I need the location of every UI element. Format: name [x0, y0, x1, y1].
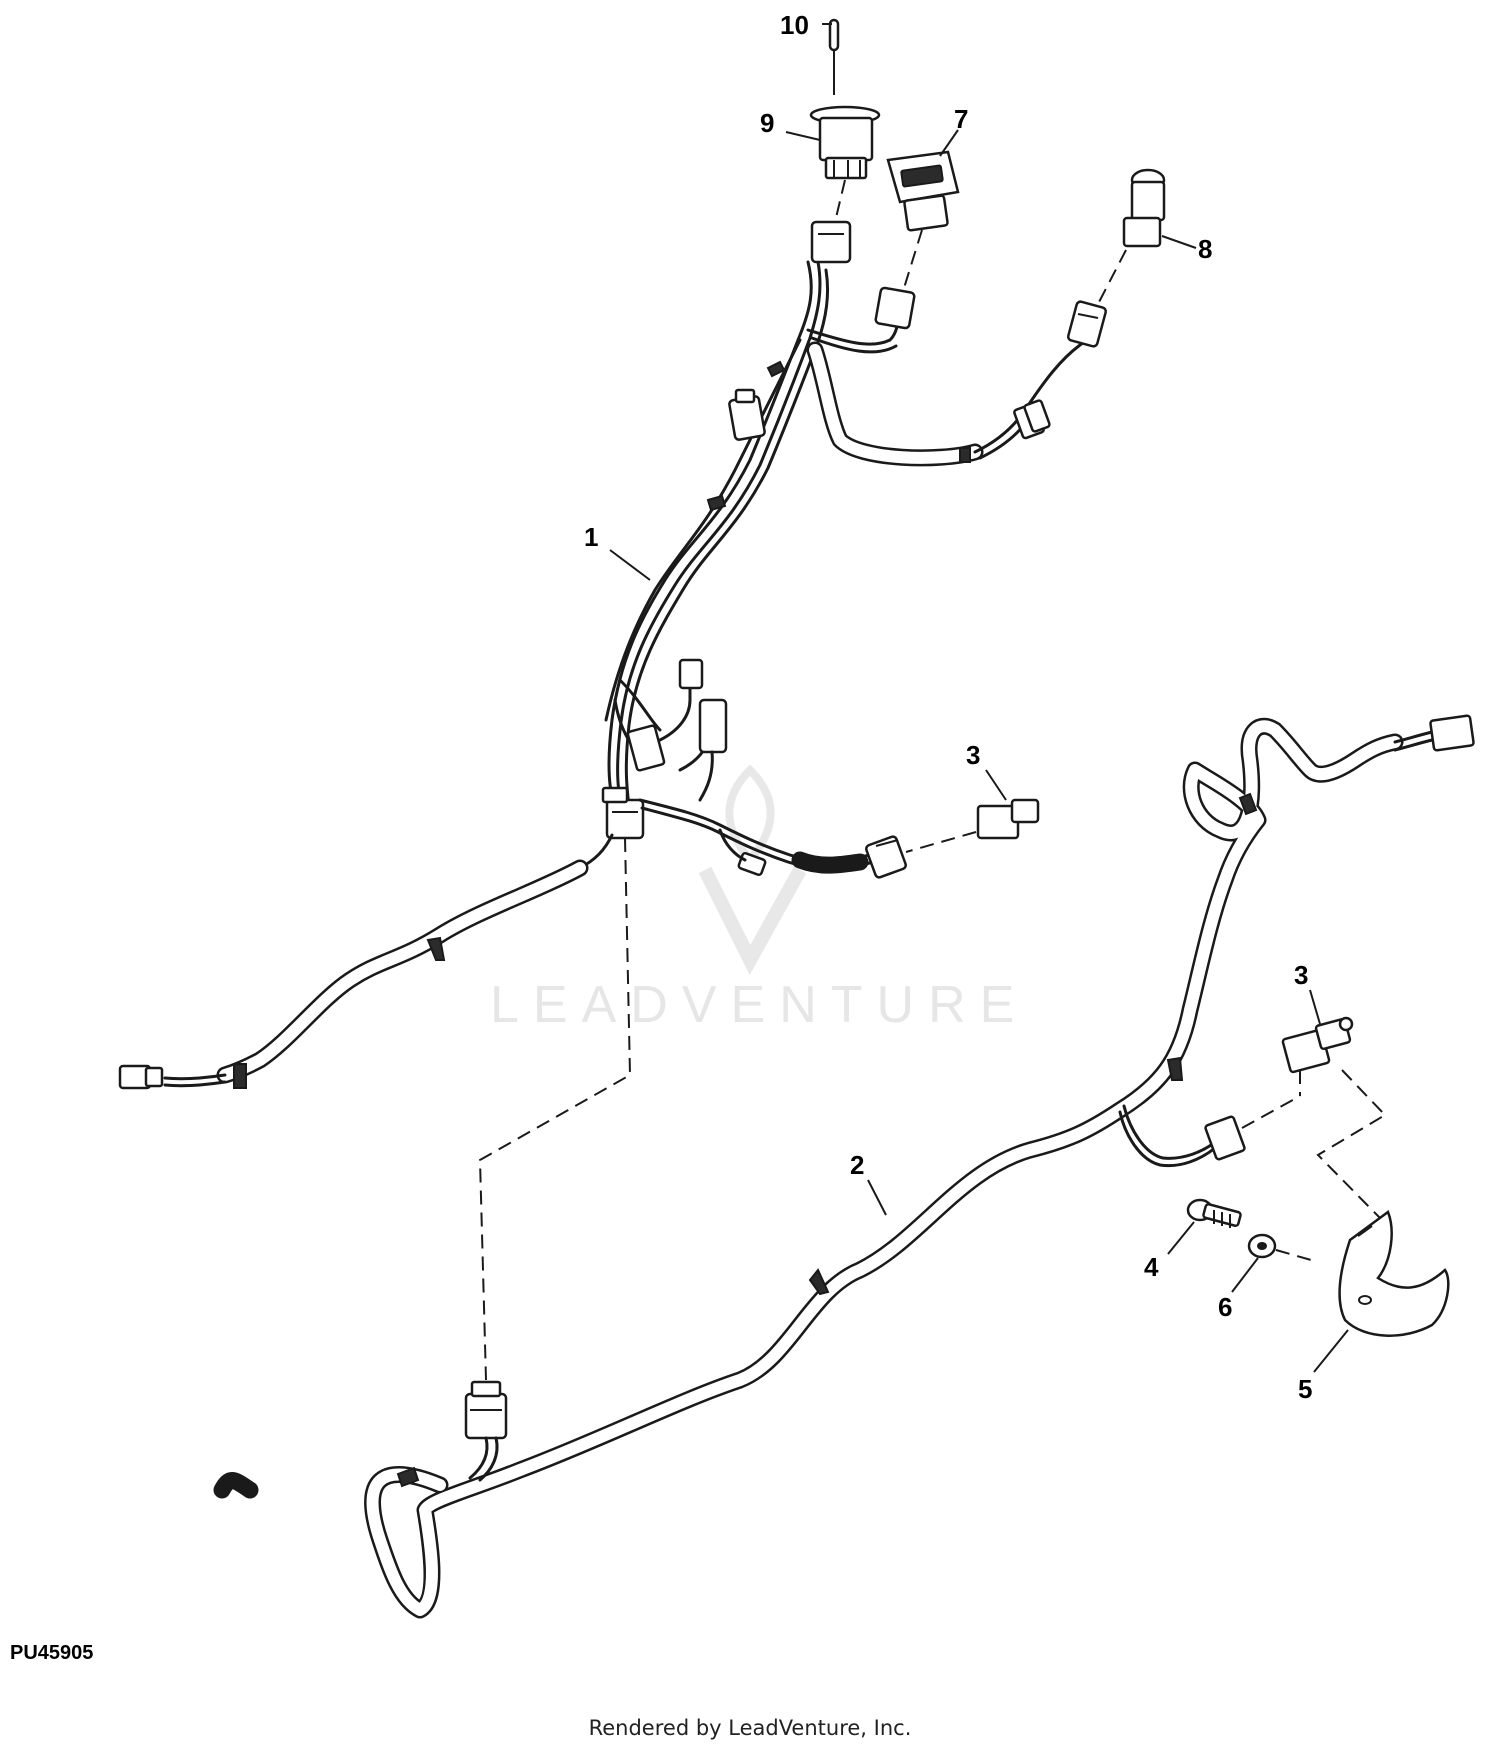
- part-3-sensor-lower: [1281, 1016, 1387, 1219]
- part-5-bracket: [1338, 1210, 1450, 1337]
- part-8-switch: [1097, 168, 1166, 305]
- part-10-pin: [828, 18, 840, 95]
- callout-1: 1: [584, 522, 598, 552]
- part-3-sensor-upper: [905, 798, 1040, 853]
- callout-2: 2: [850, 1150, 864, 1180]
- callout-5: 5: [1298, 1374, 1312, 1404]
- watermark-text: LEADVENTURE: [490, 976, 1028, 1034]
- part-9-key-switch: [809, 105, 881, 223]
- rendered-by-credit: Rendered by LeadVenture, Inc.: [588, 1716, 912, 1740]
- part-7-switch: [886, 150, 960, 289]
- callout-labels: 10 9 7 8 1 3 3 2 4 6 5: [584, 10, 1312, 1404]
- callout-8: 8: [1198, 234, 1212, 264]
- callout-leaders: [609, 23, 1349, 1373]
- harness-2: [213, 714, 1475, 1619]
- part-6-washer: [1247, 1233, 1319, 1263]
- callout-4: 4: [1144, 1252, 1159, 1282]
- callout-7: 7: [954, 104, 968, 134]
- callout-6: 6: [1218, 1292, 1232, 1322]
- diagram-id: PU45905: [10, 1642, 94, 1664]
- part-4-bolt: [1186, 1198, 1242, 1228]
- callout-3-lower: 3: [1294, 960, 1308, 990]
- callout-10: 10: [780, 10, 809, 40]
- callout-9: 9: [760, 108, 774, 138]
- leadventure-watermark: LEADVENTURE: [490, 764, 1028, 1034]
- callout-3-upper: 3: [966, 740, 980, 770]
- harness-connection-dashed-line: [478, 837, 632, 1381]
- harness-1: [118, 220, 1108, 1090]
